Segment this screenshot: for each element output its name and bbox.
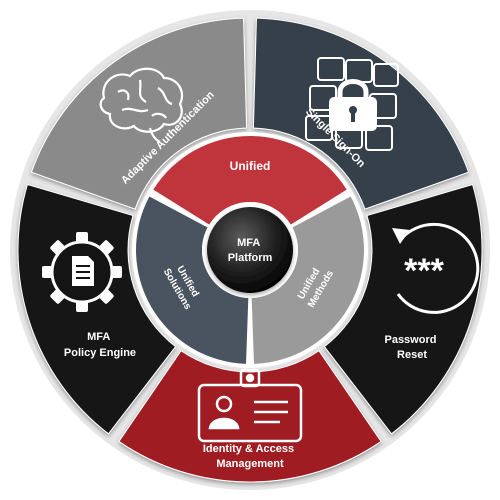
inner-segment-unified xyxy=(153,136,347,225)
policy-engine-label-line2: Policy Engine xyxy=(64,347,136,359)
center-label-line2: Platform xyxy=(228,252,273,264)
inner-segments xyxy=(135,136,364,364)
id-badge-icon xyxy=(197,368,303,443)
padlock-keypad-icon xyxy=(305,57,399,151)
password-reset-label: Password Reset xyxy=(384,334,439,361)
reset-password-icon: *** xyxy=(392,222,480,314)
inner-segment-unified-solutions xyxy=(135,196,249,364)
password-stars-text: *** xyxy=(404,252,444,290)
brain-icon xyxy=(99,67,184,143)
center-hub xyxy=(207,207,293,293)
password-reset-label-line1: Password xyxy=(384,334,436,346)
mfa-policy-engine-label: MFA Policy Engine xyxy=(64,331,136,359)
policy-engine-label-line1: MFA xyxy=(87,331,110,343)
inner-segment-unified-methods xyxy=(251,196,364,364)
iam-label-line2: Management xyxy=(216,458,284,470)
center-label-line1: MFA xyxy=(237,237,260,249)
unified-label: Unified xyxy=(230,159,271,173)
gear-document-icon xyxy=(42,232,122,312)
outer-segment-identity-access-management xyxy=(118,349,382,483)
center-label: MFA Platform xyxy=(228,237,273,264)
password-reset-label-line2: Reset xyxy=(397,349,427,361)
outer-segment-adaptive-authentication xyxy=(30,17,248,210)
iam-label-line1: Identity & Access xyxy=(203,443,294,455)
identity-access-management-label: Identity & Access Management xyxy=(203,443,297,470)
outer-segment-password-reset xyxy=(323,183,483,435)
